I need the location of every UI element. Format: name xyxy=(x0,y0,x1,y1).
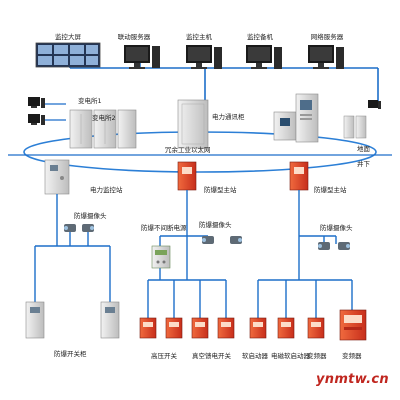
label-hv-switch: 高压开关 xyxy=(151,352,177,360)
server-monitor-icon xyxy=(308,45,344,69)
label-ex-camera-mid: 防爆摄像头 xyxy=(199,221,232,229)
underground-wiring xyxy=(34,190,353,318)
ground-pc-icon xyxy=(368,100,381,109)
label-monitor-host: 监控主机 xyxy=(186,33,212,41)
control-console-icon xyxy=(273,93,319,143)
label-ex-switch-cabinet: 防爆开关柜 xyxy=(54,350,87,358)
label-ups: 防爆不间断电源 xyxy=(141,224,187,232)
label-linkage-server: 联动服务器 xyxy=(117,33,151,41)
substation2-pc-icon xyxy=(28,114,45,125)
substation1-pc-icon xyxy=(28,97,45,108)
explosion-proof-switch-cabinet-icon xyxy=(25,301,120,339)
label-ground: 地面 xyxy=(357,145,370,153)
label-vacuum-feeder: 真空馈电开关 xyxy=(192,352,231,360)
video-wall-icon xyxy=(35,42,101,68)
ups-icon xyxy=(151,245,171,269)
label-soft-starter: 软启动器 xyxy=(242,352,268,360)
explosion-proof-camera-icon xyxy=(318,242,350,250)
label-ex-main-station-1: 防爆型主站 xyxy=(204,186,237,194)
label-backup-host: 监控备机 xyxy=(247,33,273,41)
hv-switch-icon xyxy=(139,317,183,339)
inverter-icon xyxy=(307,317,325,339)
label-substation1: 变电所1 xyxy=(78,97,102,105)
vacuum-feeder-switch-icon xyxy=(191,317,235,339)
inverter-large-icon xyxy=(339,309,367,341)
label-comm-cabinet: 电力通讯柜 xyxy=(212,113,245,121)
explosion-proof-main-station-icon xyxy=(289,161,309,191)
label-ex-camera-left: 防爆摄像头 xyxy=(74,212,107,220)
substation-cabinet-icon xyxy=(69,109,137,149)
soft-starter-icon xyxy=(249,317,267,339)
power-monitoring-station-icon xyxy=(44,159,70,195)
label-ex-main-station-2: 防爆型主站 xyxy=(314,186,347,194)
ground-cabinet-icon xyxy=(343,115,367,139)
explosion-proof-camera-icon xyxy=(202,236,242,244)
explosion-proof-main-station-icon xyxy=(177,161,197,191)
watermark: ynmtw.cn xyxy=(316,372,389,387)
label-inverter-2: 变频器 xyxy=(342,352,362,360)
top-network-bus xyxy=(69,58,379,102)
label-inverter-1: 变频器 xyxy=(307,352,327,360)
desktop-pc-icon xyxy=(246,45,282,69)
label-network-server: 网络服务器 xyxy=(310,33,344,41)
server-monitor-icon xyxy=(124,45,160,69)
comm-cabinet-icon xyxy=(177,99,209,149)
label-ring-network: 冗余工业以太网 xyxy=(165,146,211,154)
label-underground: 井下 xyxy=(357,160,370,168)
label-ex-camera-right: 防爆摄像头 xyxy=(320,224,353,232)
em-soft-starter-icon xyxy=(277,317,295,339)
explosion-proof-camera-icon xyxy=(64,224,94,232)
label-em-soft-starter: 电磁软启动器 xyxy=(271,352,310,360)
label-power-monitor-station: 电力监控站 xyxy=(90,186,123,194)
label-video-wall: 监控大屏 xyxy=(55,33,81,41)
label-substation2: 变电所2 xyxy=(92,114,116,122)
desktop-pc-icon xyxy=(186,45,222,69)
